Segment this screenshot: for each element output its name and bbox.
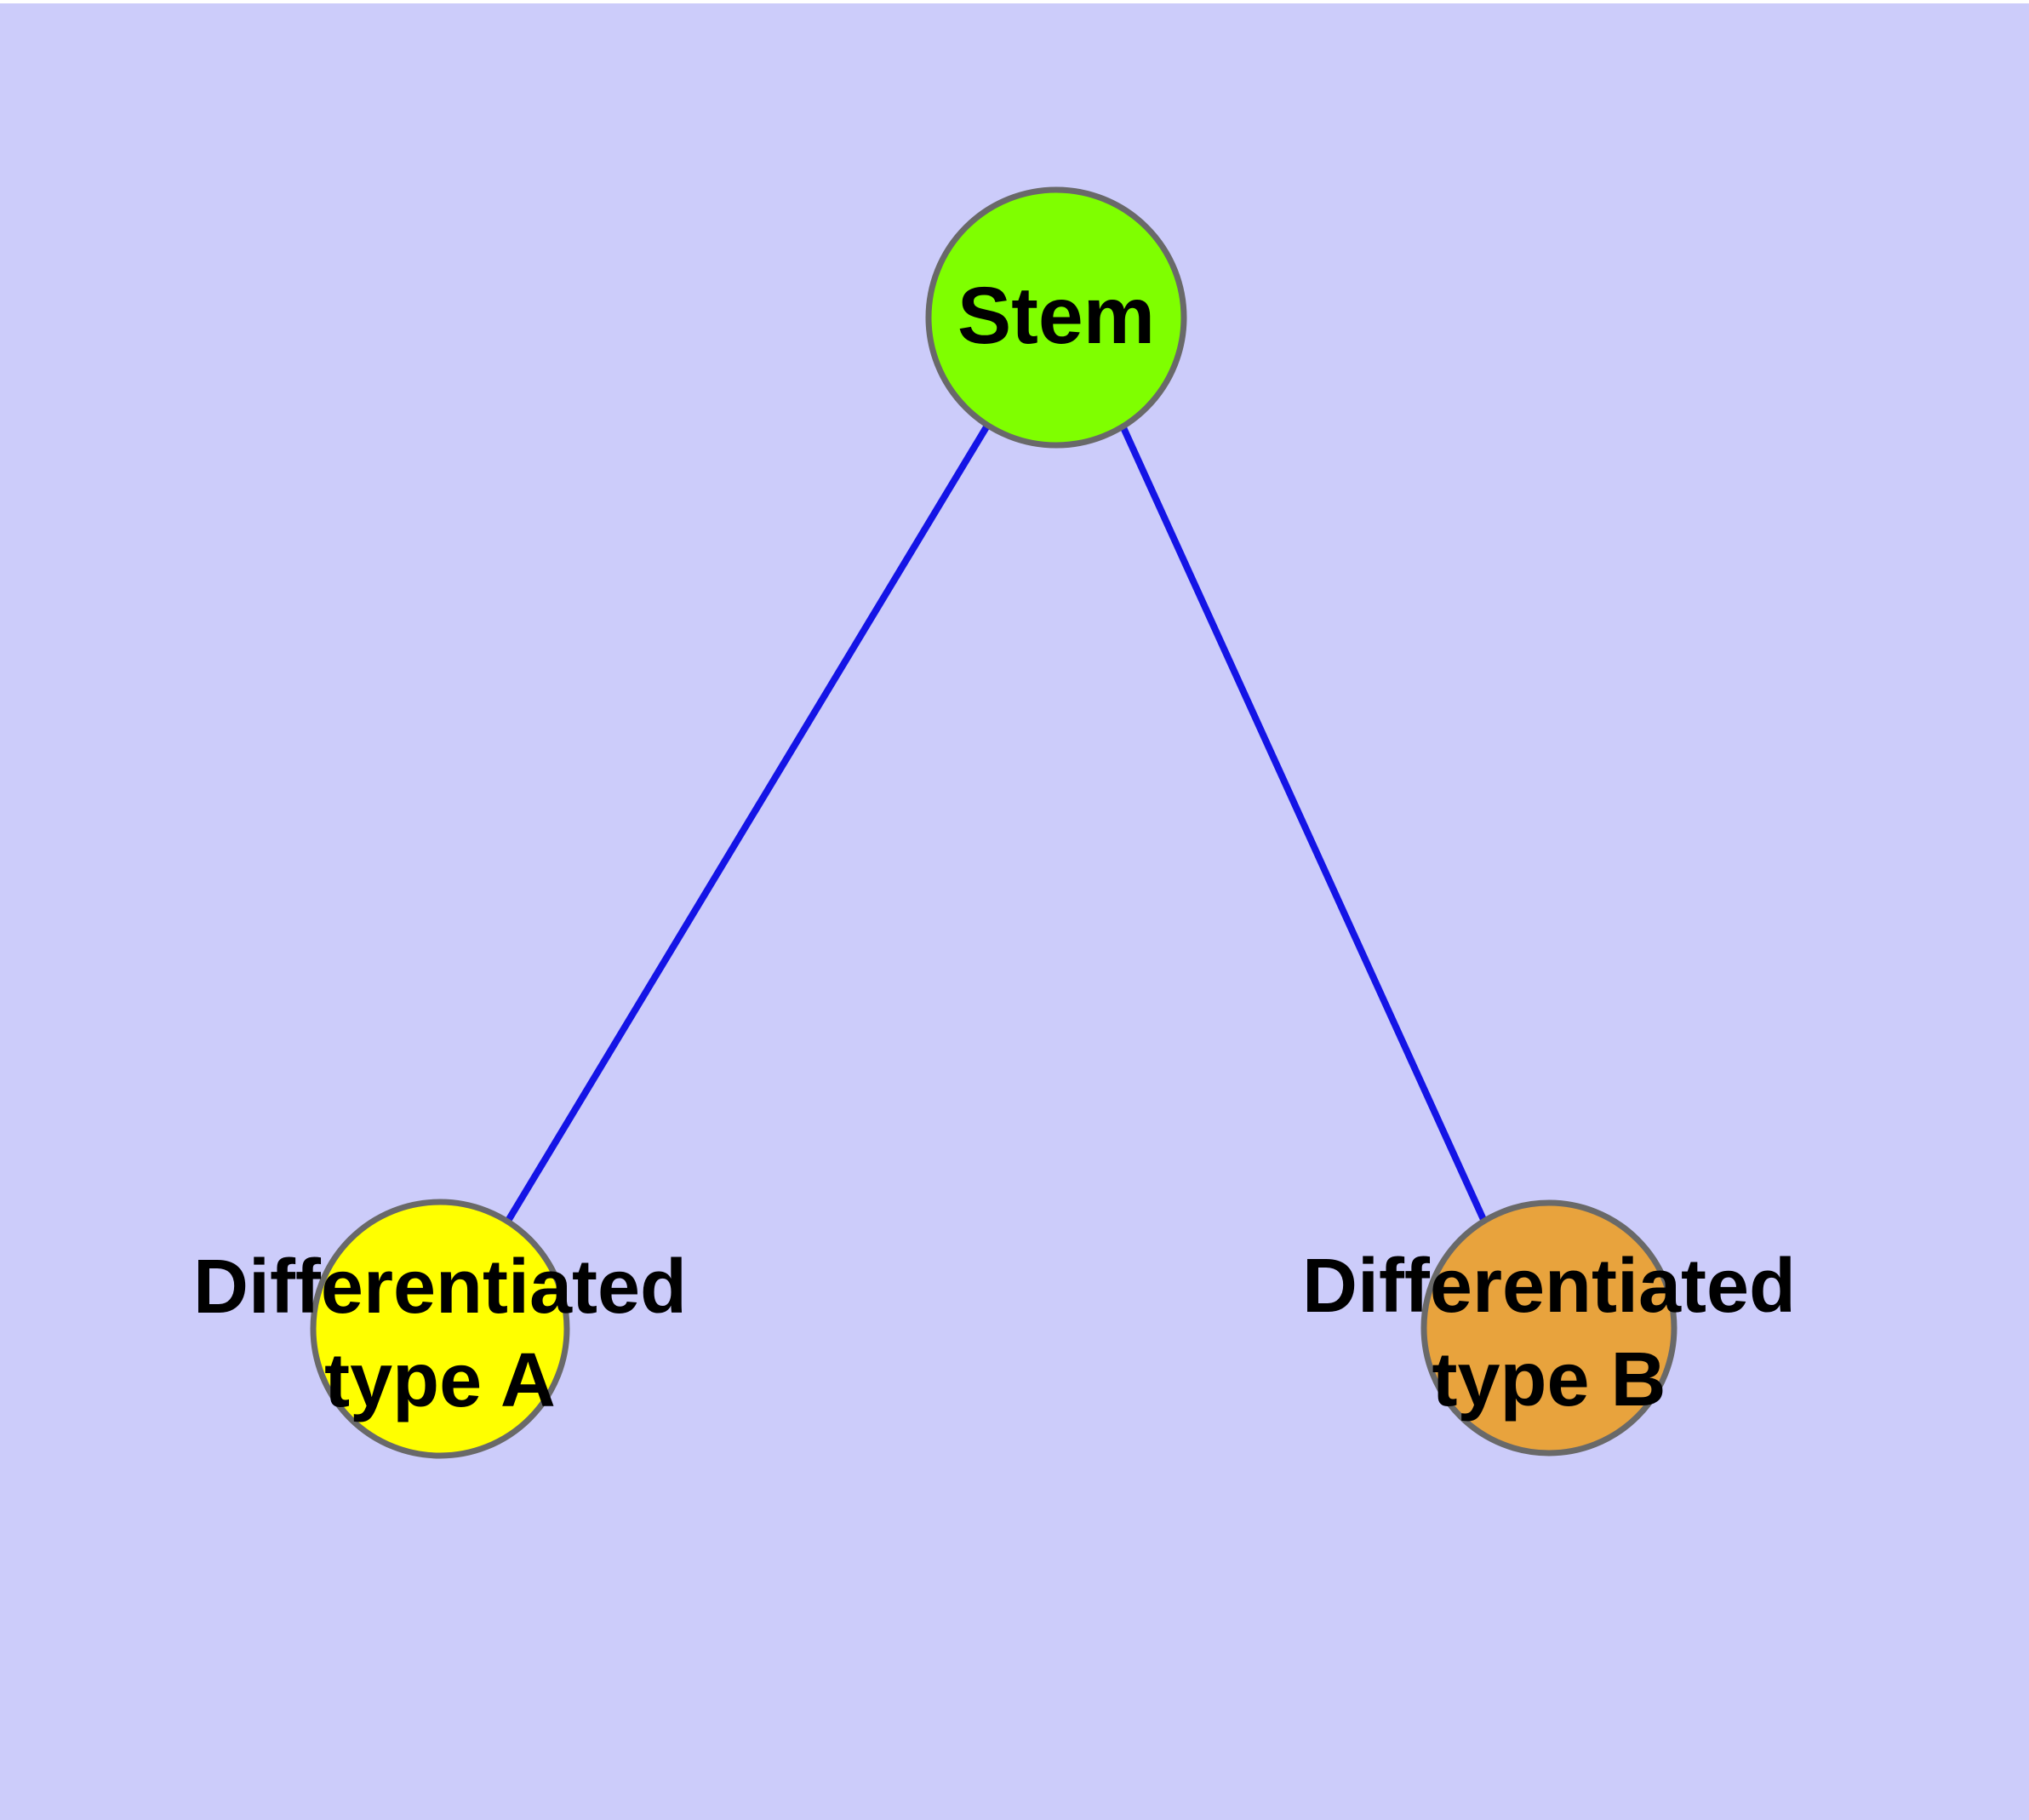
edge-stem-to-differentiated-type-a[interactable]	[505, 423, 991, 1223]
node-label-differentiated-type-a-line1: Differentiated	[193, 1245, 687, 1330]
edge-stem-to-differentiated-type-b[interactable]	[1118, 422, 1489, 1225]
node-differentiated-type-a[interactable]: Differentiated type A	[193, 1199, 687, 1459]
node-differentiated-type-b[interactable]: Differentiated type B	[1302, 1199, 1796, 1457]
node-label-stem: Stem	[957, 271, 1155, 361]
node-circle-differentiated-type-b[interactable]	[1420, 1199, 1677, 1457]
node-label-differentiated-type-b-line2: type B	[1432, 1337, 1666, 1422]
node-label-differentiated-type-a-line2: type A	[324, 1338, 556, 1423]
node-circle-differentiated-type-a[interactable]	[310, 1199, 570, 1459]
edges-layer	[505, 422, 1489, 1225]
node-label-differentiated-type-b-line1: Differentiated	[1302, 1244, 1796, 1329]
node-stem[interactable]: Stem	[925, 186, 1187, 449]
node-circle-stem[interactable]	[925, 186, 1187, 449]
